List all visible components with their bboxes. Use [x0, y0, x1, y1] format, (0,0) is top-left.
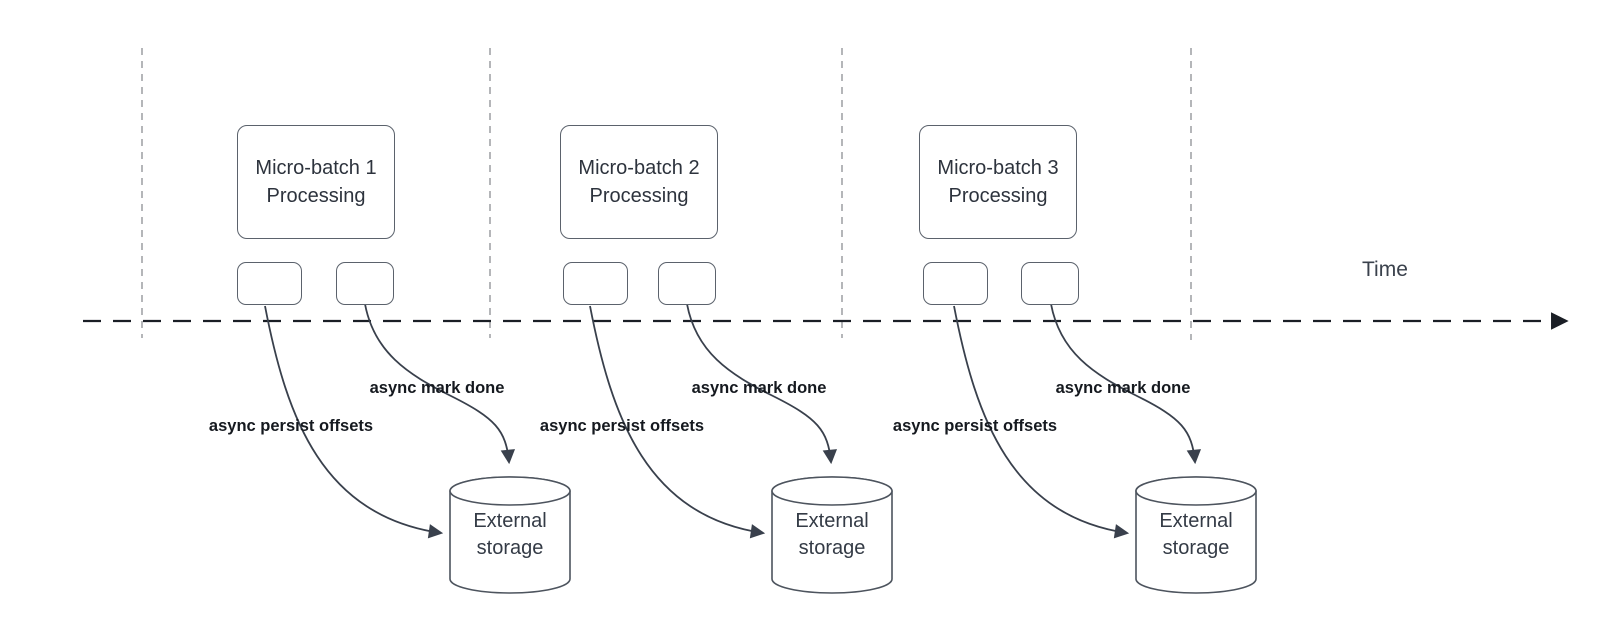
async-persist-offsets-label-2: async persist offsets	[539, 417, 705, 435]
micro-batch-2-processing-box: Micro-batch 2 Processing	[560, 125, 718, 239]
async-persist-offsets-label-1: async persist offsets	[208, 417, 374, 435]
mark-done-task-box-2	[658, 262, 716, 305]
external-storage-cylinder-1	[449, 476, 571, 594]
async-persist-offsets-label-3: async persist offsets	[892, 417, 1058, 435]
async-mark-done-arrow-2	[686, 303, 838, 465]
external-storage-cylinder-2	[771, 476, 893, 594]
micro-batch-2-processing-label: Micro-batch 2 Processing	[578, 157, 700, 207]
micro-batch-3-processing-label: Micro-batch 3 Processing	[937, 157, 1059, 207]
external-storage-label-1: External storage	[473, 510, 547, 559]
external-storage-label-2: External storage	[795, 510, 869, 559]
micro-batch-1-processing-label: Micro-batch 1 Processing	[255, 157, 377, 207]
async-mark-done-arrow-3	[1050, 303, 1202, 465]
external-storage-cylinder-3	[1135, 476, 1257, 594]
external-storage-label-3: External storage	[1159, 510, 1233, 559]
micro-batch-1-processing-box: Micro-batch 1 Processing	[237, 125, 395, 239]
time-label: Time	[1362, 258, 1408, 281]
async-persist-offsets-arrow-2	[589, 305, 766, 539]
async-mark-done-label-1: async mark done	[369, 379, 505, 397]
persist-offsets-task-box-1	[237, 262, 302, 305]
async-persist-offsets-arrow-3	[953, 305, 1130, 539]
async-mark-done-arrow-1	[364, 303, 516, 465]
async-mark-done-label-3: async mark done	[1055, 379, 1191, 397]
persist-offsets-task-box-3	[923, 262, 988, 305]
persist-offsets-task-box-2	[563, 262, 628, 305]
micro-batch-3-processing-box: Micro-batch 3 Processing	[919, 125, 1077, 239]
mark-done-task-box-3	[1021, 262, 1079, 305]
mark-done-task-box-1	[336, 262, 394, 305]
async-mark-done-label-2: async mark done	[691, 379, 827, 397]
async-persist-offsets-arrow-1	[264, 305, 444, 539]
